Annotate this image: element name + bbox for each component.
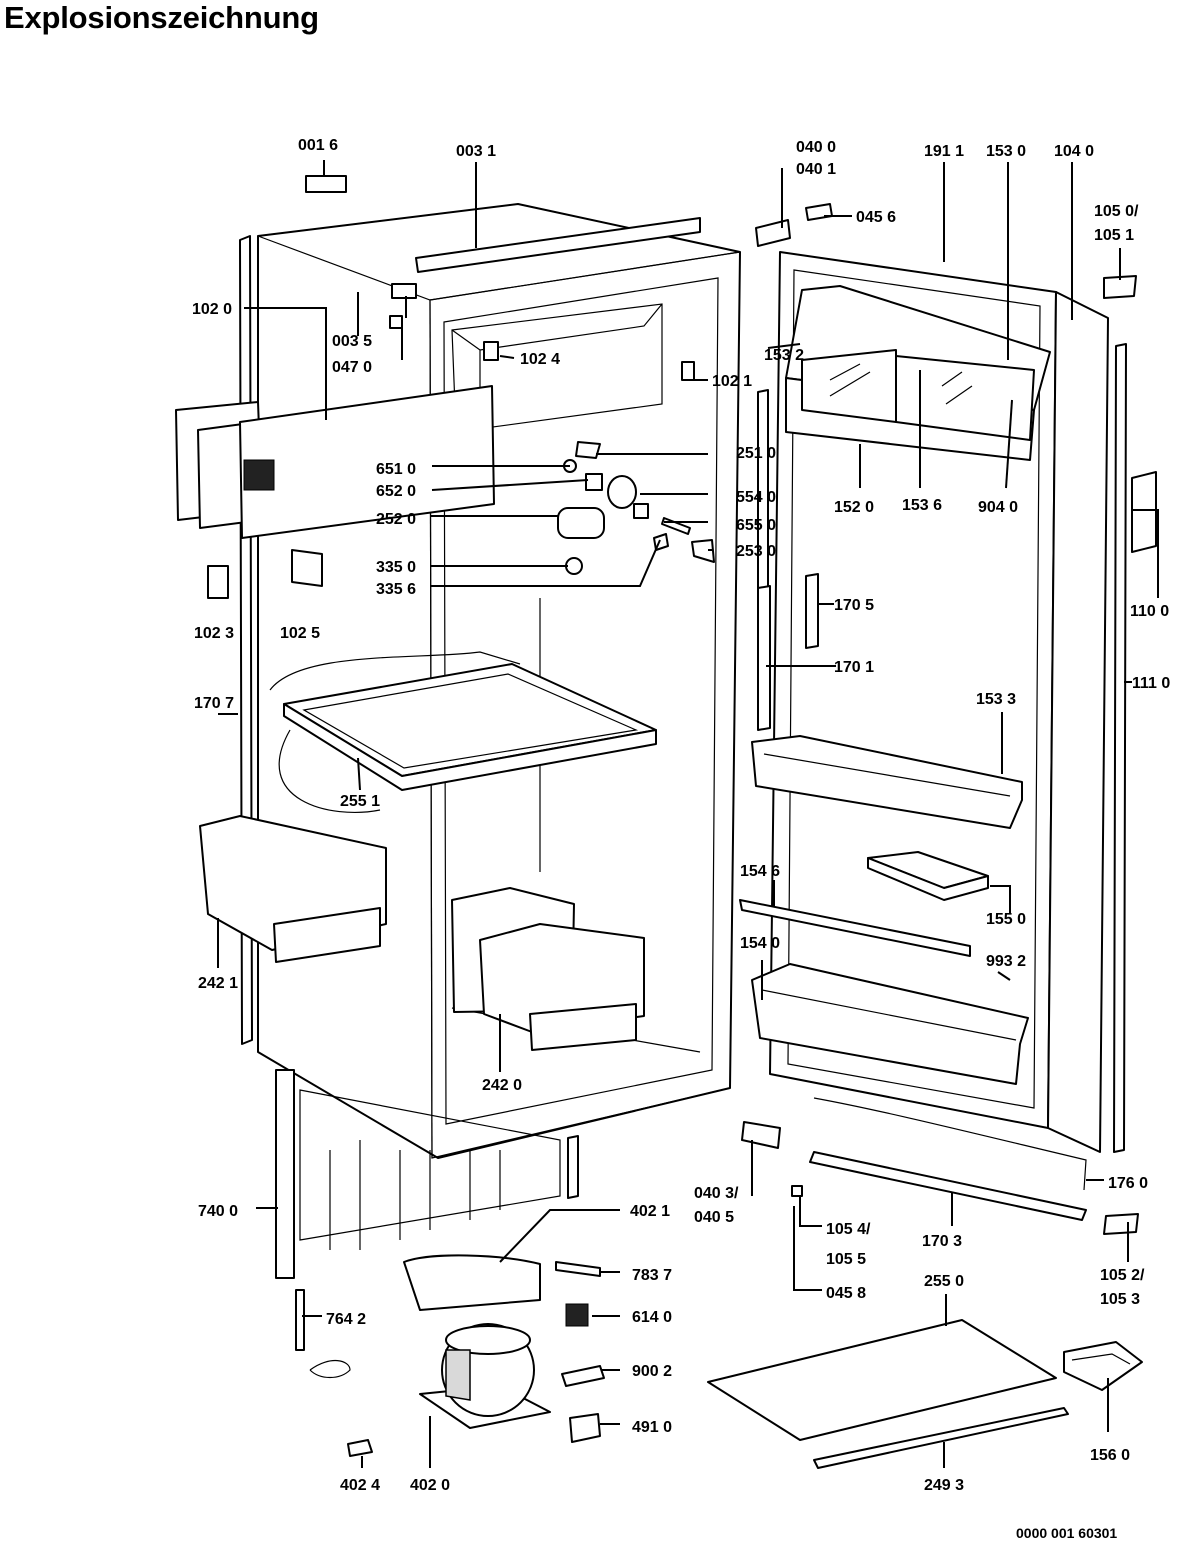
label-554-0: 554 0 [736, 489, 776, 506]
label-105-3: 105 3 [1100, 1291, 1140, 1308]
label-900-2: 900 2 [632, 1363, 672, 1380]
seal-strips [757, 389, 1087, 1221]
crisper-drawer-inner [451, 887, 645, 1051]
label-251-0: 251 0 [736, 445, 776, 462]
label-170-7: 170 7 [194, 695, 234, 712]
label-740-0: 740 0 [198, 1203, 238, 1220]
label-153-3: 153 3 [976, 691, 1016, 708]
label-102-0: 102 0 [192, 301, 232, 318]
label-491-0: 491 0 [632, 1419, 672, 1436]
label-614-0: 614 0 [632, 1309, 672, 1326]
label-105-5: 105 5 [826, 1251, 866, 1268]
label-652-0: 652 0 [376, 483, 416, 500]
label-335-6: 335 6 [376, 581, 416, 598]
bottom-glass-plate [707, 1319, 1069, 1469]
label-047-0: 047 0 [332, 359, 372, 376]
evaporator-plate [175, 385, 495, 539]
label-040-1: 040 1 [796, 161, 836, 178]
label-242-0: 242 0 [482, 1077, 522, 1094]
label-655-0: 655 0 [736, 517, 776, 534]
label-191-1: 191 1 [924, 143, 964, 160]
label-045-6: 045 6 [856, 209, 896, 226]
label-111-0: 111 0 [1132, 675, 1170, 692]
label-249-3: 249 3 [924, 1477, 964, 1494]
label-153-2: 153 2 [764, 347, 804, 364]
label-040-5: 040 5 [694, 1209, 734, 1226]
label-102-1: 102 1 [712, 373, 752, 390]
label-104-0: 104 0 [1054, 143, 1094, 160]
label-105-0: 105 0/ [1094, 203, 1139, 220]
label-170-3: 170 3 [922, 1233, 962, 1250]
label-153-0: 153 0 [986, 143, 1026, 160]
label-154-0: 154 0 [740, 935, 780, 952]
label-102-5: 102 5 [280, 625, 320, 642]
bottle-retainer [739, 899, 971, 957]
label-155-0: 155 0 [986, 911, 1026, 928]
label-783-7: 783 7 [632, 1267, 672, 1284]
label-176-0: 176 0 [1108, 1175, 1148, 1192]
door-bin-middle [751, 735, 1023, 829]
label-154-6: 154 6 [740, 863, 780, 880]
label-255-1: 255 1 [340, 793, 380, 810]
label-102-4: 102 4 [520, 351, 560, 368]
leader-lines [217, 160, 1159, 1468]
label-402-1: 402 1 [630, 1203, 670, 1220]
label-904-0: 904 0 [978, 499, 1018, 516]
label-156-0: 156 0 [1090, 1447, 1130, 1464]
capillary-tube [295, 1289, 351, 1379]
label-040-0: 040 0 [796, 139, 836, 156]
label-153-6: 153 6 [902, 497, 942, 514]
label-105-4: 105 4/ [826, 1221, 871, 1238]
label-003-1: 003 1 [456, 143, 496, 160]
top-rail [415, 217, 701, 273]
label-001-6: 001 6 [298, 137, 338, 154]
label-045-8: 045 8 [826, 1285, 866, 1302]
egg-tray [867, 851, 989, 901]
label-252-0: 252 0 [376, 511, 416, 528]
door [769, 251, 1157, 1153]
label-993-2: 993 2 [986, 953, 1026, 970]
label-335-0: 335 0 [376, 559, 416, 576]
page-title: Explosionszeichnung [4, 0, 319, 35]
document-number: 0000 001 60301 [1016, 1525, 1118, 1541]
label-242-1: 242 1 [198, 975, 238, 992]
label-402-4: 402 4 [340, 1477, 380, 1494]
compressor [403, 1254, 551, 1429]
label-105-2: 105 2/ [1100, 1267, 1145, 1284]
electrical-components [347, 1261, 605, 1457]
door-bin-bottom [751, 963, 1029, 1085]
label-105-1: 105 1 [1094, 227, 1134, 244]
label-110-0: 110 0 [1130, 603, 1169, 620]
small-fittings [207, 175, 695, 599]
label-170-1: 170 1 [834, 659, 874, 676]
label-253-0: 253 0 [736, 543, 776, 560]
part-labels: 001 6 003 1 040 0 040 1 045 6 191 1 153 … [192, 137, 1170, 1494]
label-651-0: 651 0 [376, 461, 416, 478]
crisper-drawer-left [199, 815, 387, 963]
label-170-5: 170 5 [834, 597, 874, 614]
label-040-3: 040 3/ [694, 1185, 739, 1202]
label-102-3: 102 3 [194, 625, 234, 642]
vent-grille [1063, 1341, 1143, 1391]
label-003-5: 003 5 [332, 333, 372, 350]
label-255-0: 255 0 [924, 1273, 964, 1290]
door-shelf-top [785, 285, 1051, 461]
thermostat-assembly [557, 441, 715, 575]
glass-shelf [269, 651, 657, 813]
label-152-0: 152 0 [834, 499, 874, 516]
label-402-0: 402 0 [410, 1477, 450, 1494]
label-764-2: 764 2 [326, 1311, 366, 1328]
